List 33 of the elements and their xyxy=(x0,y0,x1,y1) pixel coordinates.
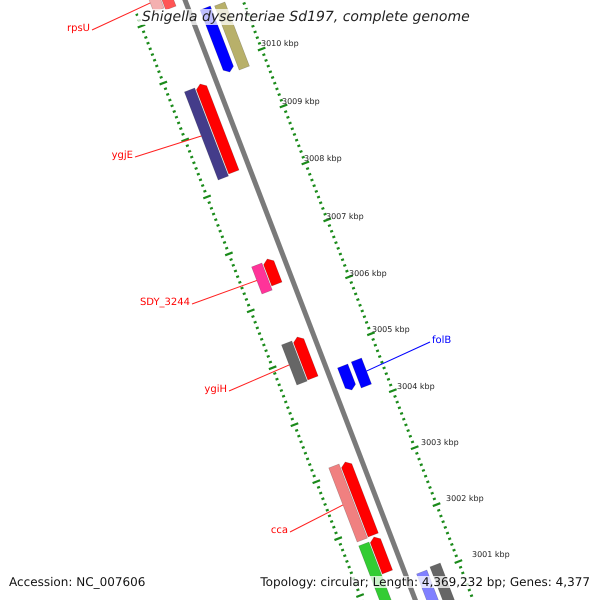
gene-feature xyxy=(263,258,282,286)
leader-line xyxy=(92,2,151,30)
gene-label: cca xyxy=(270,526,288,536)
gene-label: rpsU xyxy=(67,24,90,34)
gene-bar xyxy=(184,88,229,180)
leader-line xyxy=(228,364,290,392)
accession-text: Accession: NC_007606 xyxy=(9,576,146,588)
tick-label: 3010 kbp xyxy=(261,40,299,48)
gene-bar xyxy=(350,358,372,388)
tick-label: 3001 kbp xyxy=(472,551,510,559)
tick-label: 3003 kbp xyxy=(421,439,459,447)
gene-label: SDY_3244 xyxy=(140,298,190,308)
tick-label: 3006 kbp xyxy=(349,270,387,278)
tick-label: 3002 kbp xyxy=(446,495,484,503)
tick-label: 3008 kbp xyxy=(304,155,342,163)
gene-feature xyxy=(196,84,240,174)
tick-label: 3005 kbp xyxy=(372,326,410,334)
gene-feature xyxy=(341,462,379,538)
gene-label: folB xyxy=(432,336,452,346)
leader-line xyxy=(366,342,430,372)
gene-label: ygiH xyxy=(204,385,227,395)
gene-feature xyxy=(337,364,356,390)
tick-label: 3007 kbp xyxy=(326,213,364,221)
genome-info-text: Topology: circular; Length: 4,369,232 bp; Genes: 4,377 xyxy=(260,576,590,588)
leader-line xyxy=(290,504,344,532)
gene-bar xyxy=(328,464,368,542)
tick-label: 3009 kbp xyxy=(282,98,320,106)
gene-feature xyxy=(293,336,318,380)
gene-bar xyxy=(251,262,273,294)
gene-bar xyxy=(281,340,308,386)
tick-label: 3004 kbp xyxy=(397,383,435,391)
gene-feature xyxy=(370,536,393,574)
gene-label: ygjE xyxy=(112,151,133,161)
